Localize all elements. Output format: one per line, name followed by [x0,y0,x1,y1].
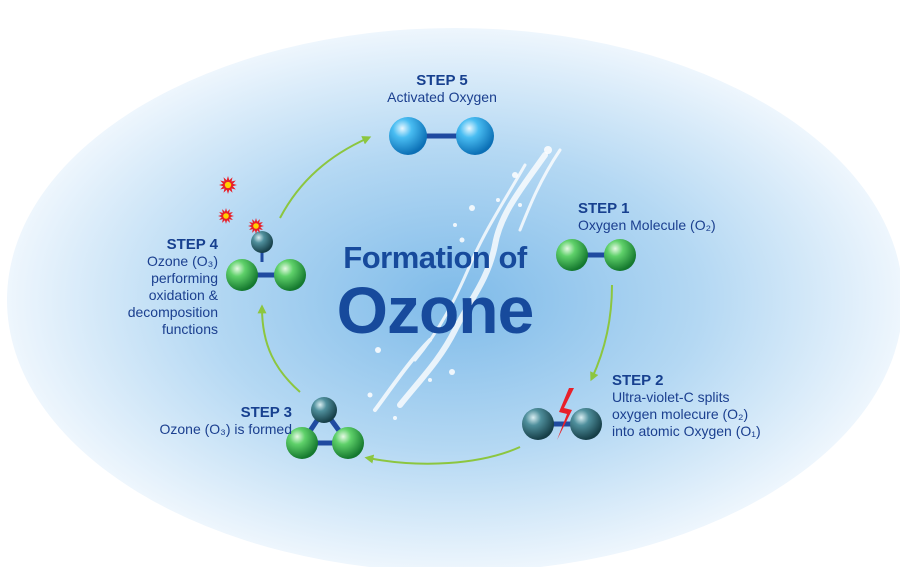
spark-icon [218,208,234,224]
step-4-heading: STEP 4 [166,236,218,253]
step-1-text: Oxygen Molecule (O₂) [578,217,716,233]
step-3-text: Ozone (O₃) is formed [159,421,292,437]
step-5-heading: STEP 5 [416,72,468,89]
step-2-text-1: Ultra-violet-C splits [612,389,730,405]
step-4-text-3: oxidation & [148,287,218,303]
arrow-step2-to-step3 [364,446,521,465]
water-droplets [367,146,552,420]
spark-icon [248,218,264,234]
step-3-heading: STEP 3 [240,404,292,421]
step-4-text-2: performing [151,270,218,286]
step-2-text-2: oxygen molecure (O₂) [612,406,749,422]
step-2-heading: STEP 2 [612,372,664,389]
arrow-step1-to-step2 [590,284,613,382]
step-5-text: Activated Oxygen [387,89,497,105]
arrow-step4-to-step5 [279,136,372,219]
diagram-title: Formation of Ozone [300,240,570,344]
title-line-1: Formation of [343,240,527,275]
oxidation-sparks [218,176,264,234]
ozone-oxidizing-molecule [226,231,306,291]
step-2-label: STEP 2 Ultra-violet-C splits oxygen mole… [612,372,812,440]
step-1-heading: STEP 1 [578,200,630,217]
step-4-text-4: decomposition [127,304,218,320]
ozone-molecule-o3 [286,397,364,459]
step-2-text-3: into atomic Oxygen (O₁) [612,423,761,439]
step-3-label: STEP 3 Ozone (O₃) is formed [120,404,292,438]
step-4-text-1: Ozone (O₃) [146,253,218,269]
spark-icon [219,176,237,194]
lightning-icon [557,388,574,440]
step-4-text-5: functions [161,321,218,337]
cycle-arrows [257,136,613,465]
arrow-step3-to-step4 [257,304,301,393]
water-splash [373,148,562,412]
oxygen-molecule-o2 [556,239,636,271]
split-oxygen-molecule [522,408,602,440]
title-line-2: Ozone [336,273,535,347]
step-5-label: STEP 5 Activated Oxygen [352,72,532,106]
activated-oxygen-molecule [389,117,494,155]
step-4-label: STEP 4 Ozone (O₃) performing oxidation &… [100,236,218,338]
step-1-label: STEP 1 Oxygen Molecule (O₂) [578,200,758,234]
